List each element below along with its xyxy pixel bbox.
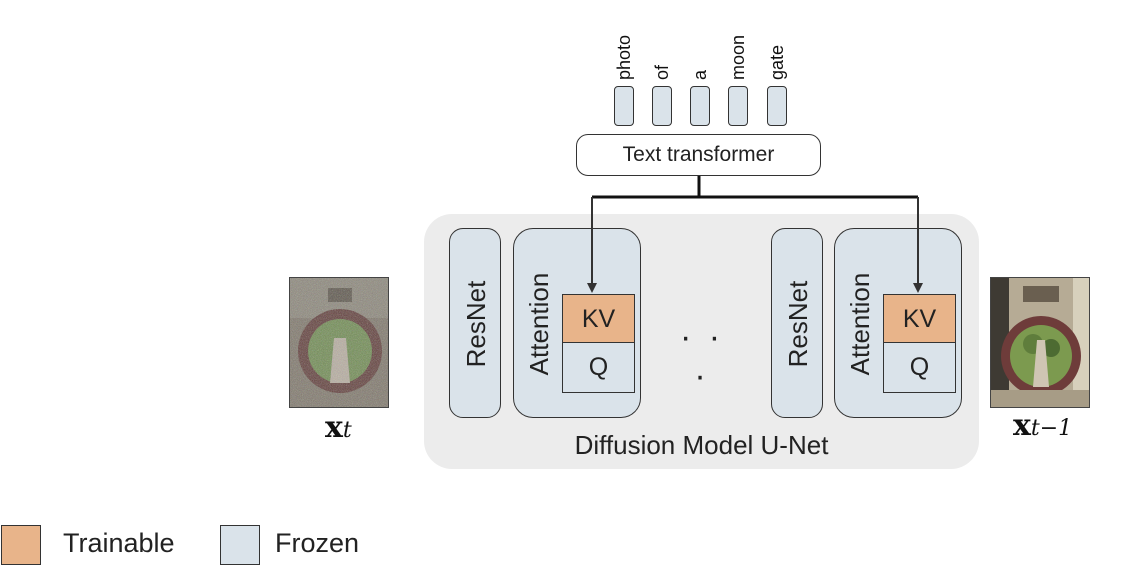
- output-caption-var: x: [1013, 408, 1031, 443]
- moon-gate-picture: [991, 278, 1089, 407]
- input-noisy-image: [289, 277, 389, 408]
- input-caption-sub: t: [342, 418, 352, 443]
- token-embedding-box: [767, 86, 787, 126]
- moon-gate-noisy-picture: [290, 278, 388, 407]
- attention-block-1: Attention KV Q: [513, 228, 641, 418]
- q-box-2: Q: [883, 342, 956, 393]
- ellipsis: · · ·: [679, 318, 725, 395]
- legend-frozen-swatch: [220, 525, 260, 565]
- token-embedding-box: [614, 86, 634, 126]
- kv-box-1: KV: [562, 294, 635, 344]
- input-caption-var: x: [325, 410, 343, 445]
- legend-trainable-swatch: [1, 525, 41, 565]
- kv-box-2: KV: [883, 294, 956, 344]
- text-transformer-label: Text transformer: [622, 143, 775, 166]
- text-transformer-box: Text transformer: [576, 134, 821, 176]
- output-image-caption: xt−1: [1013, 408, 1072, 443]
- input-image-caption: xt: [325, 410, 352, 445]
- output-caption-sub: t−1: [1030, 416, 1073, 441]
- q-label-2: Q: [909, 353, 930, 381]
- legend-frozen-label: Frozen: [275, 528, 360, 558]
- kv-label-2: KV: [902, 304, 937, 333]
- kv-label-1: KV: [581, 304, 616, 333]
- attention-block-2: Attention KV Q: [834, 228, 962, 418]
- output-denoised-image: [990, 277, 1090, 408]
- unet-label: Diffusion Model U-Net: [574, 430, 829, 460]
- token-embedding-box: [728, 86, 748, 126]
- q-box-1: Q: [562, 342, 635, 393]
- token-embedding-box: [652, 86, 672, 126]
- legend-trainable-label: Trainable: [63, 528, 175, 558]
- q-label-1: Q: [588, 353, 609, 381]
- resnet-block-2: ResNet: [771, 228, 823, 418]
- token-embedding-box: [690, 86, 710, 126]
- resnet-block-1: ResNet: [449, 228, 501, 418]
